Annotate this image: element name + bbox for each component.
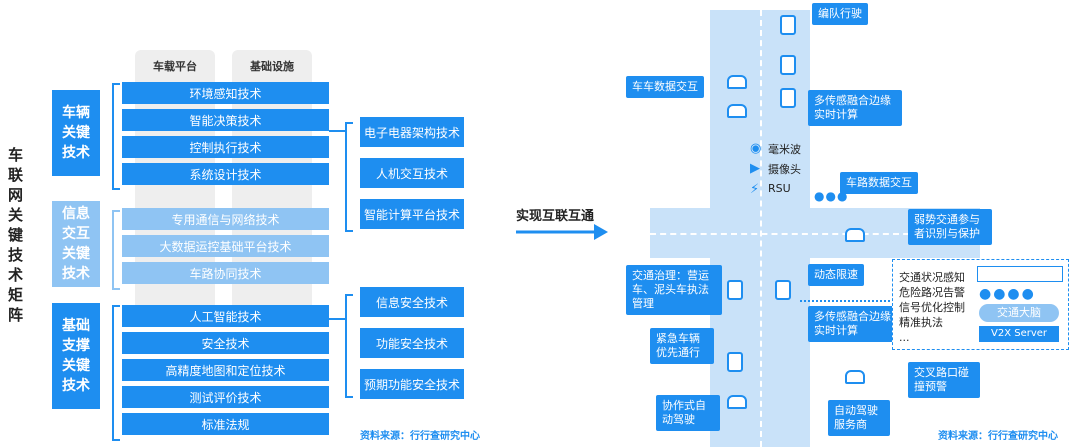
tech-control: 控制执行技术 <box>122 136 329 158</box>
ambulance-icon <box>727 352 743 372</box>
category-vehicle: 车辆关键技术 <box>52 90 100 176</box>
tech-environment-perception: 环境感知技术 <box>122 82 329 104</box>
v2x-server-box: 交通状况感知危险路况告警信号优化控制精准执法... ●●●● 交通大脑 V2X … <box>892 259 1069 350</box>
radar-label: 毫米波 <box>768 143 801 156</box>
tech-ai: 人工智能技术 <box>122 305 329 327</box>
tech-testing: 测试评价技术 <box>122 386 329 408</box>
camera-icon: ▶ <box>750 161 760 176</box>
label-fusion-top: 多传感融合边缘实时计算 <box>808 90 902 126</box>
tech-ee-architecture: 电子电器架构技术 <box>360 117 464 147</box>
tech-system-design: 系统设计技术 <box>122 163 329 185</box>
bracket-info <box>112 210 120 290</box>
source-right: 资料来源：行行查研究中心 <box>938 431 1058 442</box>
bus-icon <box>780 15 796 35</box>
camera-label: 摄像头 <box>768 163 801 176</box>
car-icon <box>727 75 747 89</box>
matrix-title: 车联网关键技术矩阵 <box>7 146 24 324</box>
connector <box>329 130 345 132</box>
label-speed-limit: 动态限速 <box>808 264 864 286</box>
truck-icon <box>727 280 743 300</box>
label-emergency: 紧急车辆优先通行 <box>650 328 714 364</box>
tech-info-security: 信息安全技术 <box>360 287 464 317</box>
lane-divider <box>760 10 762 447</box>
label-platoon: 编队行驶 <box>812 3 868 25</box>
label-ad-service: 自动驾驶服务商 <box>828 400 890 436</box>
people-icon: ●●●● <box>979 286 1036 302</box>
right-arrow-icon <box>516 224 608 240</box>
tech-v2i: 车路协同技术 <box>122 262 329 284</box>
tech-decision: 智能决策技术 <box>122 109 329 131</box>
label-governance: 交通治理：营运车、泥头车执法管理 <box>626 265 722 315</box>
tech-functional-safety: 功能安全技术 <box>360 328 464 358</box>
truck-icon <box>775 280 791 300</box>
label-intersection: 交叉路口碰撞预警 <box>908 362 980 398</box>
bracket-right-top <box>345 122 353 232</box>
tech-standards: 标准法规 <box>122 413 329 435</box>
server-function-item: 危险路况告警 <box>899 286 965 299</box>
category-label: 信息交互关键技术 <box>62 206 90 282</box>
category-info: 信息交互关键技术 <box>52 201 100 287</box>
car-icon <box>727 395 747 409</box>
rsu-label: RSU <box>768 182 791 195</box>
tech-communication: 专用通信与网络技术 <box>122 208 329 230</box>
bus-icon <box>780 55 796 75</box>
rsu-icon: ⚡ <box>750 182 760 197</box>
label-v2i: 车路数据交互 <box>840 172 918 194</box>
radar-icon: ◉ <box>750 141 762 156</box>
category-label: 基础支撑关键技术 <box>62 318 90 394</box>
tech-hmi: 人机交互技术 <box>360 158 464 188</box>
tech-big-data: 大数据运控基础平台技术 <box>122 235 329 257</box>
label-v2v: 车车数据交互 <box>626 76 704 98</box>
label-cooperative: 协作式自动驾驶 <box>656 395 720 431</box>
column-header-infrastructure: 基础设施 <box>250 60 294 73</box>
server-function-item: ... <box>899 331 910 344</box>
traffic-light-icon: ●●● <box>814 189 849 203</box>
category-support: 基础支撑关键技术 <box>52 303 100 409</box>
bracket-right-bottom <box>345 294 353 398</box>
source-left: 资料来源：行行查研究中心 <box>360 431 480 442</box>
car-icon <box>845 370 865 384</box>
bracket-support <box>112 305 120 441</box>
arrow-label: 实现互联互通 <box>516 209 595 224</box>
tech-computing-platform: 智能计算平台技术 <box>360 199 464 229</box>
tech-security: 安全技术 <box>122 332 329 354</box>
v2x-server-label: V2X Server <box>979 326 1059 342</box>
tech-hd-map: 高精度地图和定位技术 <box>122 359 329 381</box>
server-function-item: 信号优化控制 <box>899 301 965 314</box>
column-header-vehicle: 车载平台 <box>153 60 197 73</box>
connector <box>329 318 345 320</box>
tech-sotif: 预期功能安全技术 <box>360 369 464 399</box>
category-label: 车辆关键技术 <box>62 105 90 161</box>
server-function-item: 交通状况感知 <box>899 271 965 284</box>
car-icon <box>845 228 865 242</box>
car-icon <box>727 104 747 118</box>
label-vru: 弱势交通参与者识别与保护 <box>908 209 992 245</box>
bracket-vehicle <box>112 83 120 190</box>
server-function-item: 精准执法 <box>899 316 943 329</box>
bus-icon <box>780 88 796 108</box>
lane-divider <box>650 233 980 235</box>
server-function-list: 交通状况感知危险路况告警信号优化控制精准执法... <box>899 270 965 345</box>
label-fusion-mid: 多传感融合边缘实时计算 <box>808 306 902 342</box>
link-line <box>800 300 890 302</box>
server-rack-icon <box>977 266 1063 282</box>
brain-label: 交通大脑 <box>979 304 1059 322</box>
